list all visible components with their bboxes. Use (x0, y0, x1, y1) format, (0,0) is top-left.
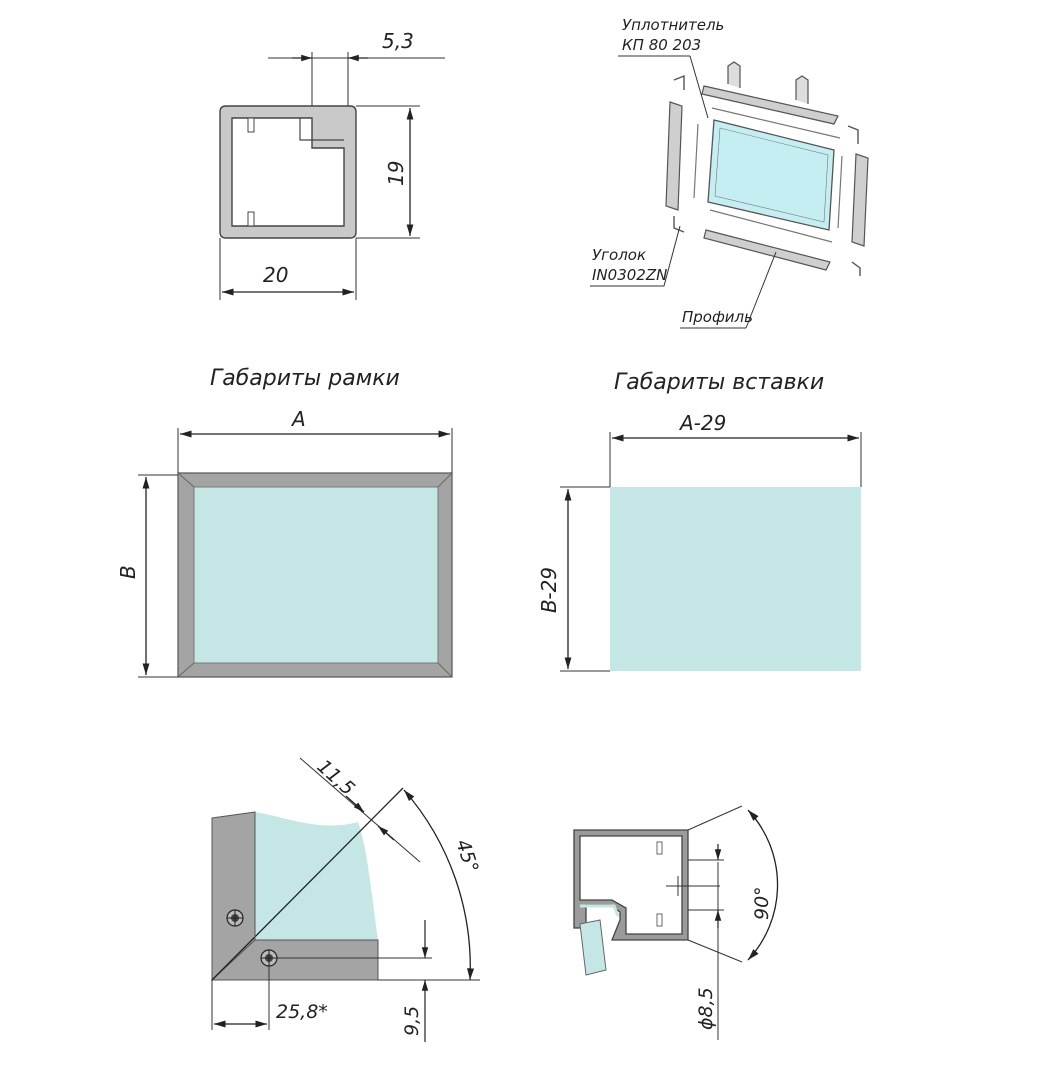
dim-9-5: 9,5 (401, 1006, 423, 1036)
insert-glass (610, 487, 861, 671)
insert-dimensions-title: Габариты вставки (614, 370, 825, 395)
frame-width-label: A (290, 407, 306, 431)
seal-label: Уплотнитель (622, 16, 724, 34)
dim-90-deg: 90° (751, 886, 773, 920)
exploded-assembly: Уплотнитель КП 80 203 Уголок IN0302ZN Пр… (590, 16, 869, 329)
dim-45-deg: 45° (451, 837, 482, 876)
assembly-glass-panel (707, 119, 835, 231)
dim-diameter-8-5: ϕ8,5 (695, 987, 717, 1030)
frame-glass (193, 486, 439, 664)
assembly-right-profile (851, 153, 869, 247)
frame-dimensions-drawing: A B (116, 407, 453, 678)
screw-icon (260, 949, 278, 967)
insert-height-label: B-29 (537, 567, 561, 613)
frame-dimensions-title: Габариты рамки (210, 366, 400, 391)
insert-width-label: A-29 (678, 411, 726, 435)
frame-height-label: B (116, 565, 140, 579)
screw-icon (226, 909, 244, 927)
corner-code-label: IN0302ZN (592, 266, 667, 284)
assembly-top-profile (701, 85, 839, 125)
dim-20: 20 (263, 263, 288, 287)
assembly-bottom-profile (703, 229, 831, 271)
insert-dimensions-drawing: A-29 B-29 (537, 411, 862, 672)
corner-label: Уголок (592, 246, 646, 264)
corner-detail: 11,5 45° 25,8* 9,5 (210, 755, 483, 1042)
mount-detail: 90° ϕ8,5 (573, 805, 779, 1040)
dim-11-5: 11,5 (313, 755, 359, 800)
dim-5-3: 5,3 (382, 29, 414, 53)
mount-glass-strip (579, 919, 607, 976)
profile-label: Профиль (682, 308, 753, 326)
profile-cross-section: 5,3 19 20 (219, 29, 445, 300)
seal-code-label: КП 80 203 (622, 36, 701, 54)
assembly-left-profile (665, 101, 683, 211)
profile-outline (219, 105, 357, 239)
profile-inner-lip (299, 118, 344, 141)
dim-19: 19 (384, 161, 408, 186)
dim-25-8: 25,8* (276, 1001, 328, 1023)
corner-frame-bottom (210, 939, 379, 981)
